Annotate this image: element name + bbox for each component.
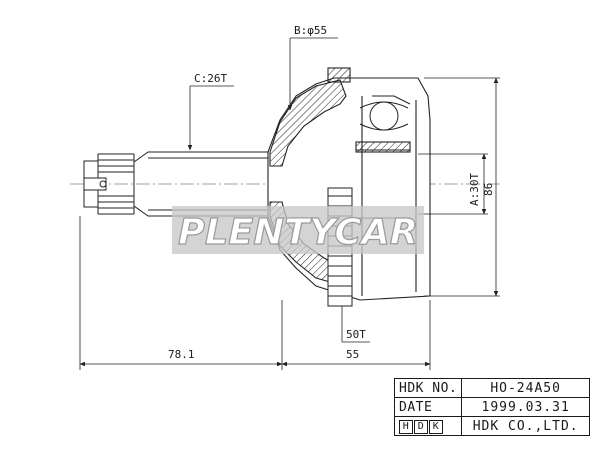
- watermark-text: PLENTYCAR: [178, 212, 418, 253]
- company-name: HDK CO.,LTD.: [461, 416, 590, 436]
- logo-letter: H: [399, 420, 413, 434]
- dim-b-label: B:φ55: [294, 24, 327, 37]
- dim-c-label: C:26T: [194, 72, 227, 85]
- date-value: 1999.03.31: [461, 397, 590, 417]
- ball-cage: [359, 95, 411, 131]
- logo-letter: D: [414, 420, 428, 434]
- watermark-band: [172, 206, 424, 254]
- dim-lengths: [79, 216, 431, 370]
- shaft-spline-end: [83, 153, 135, 215]
- dim-b-leader: [287, 37, 338, 111]
- dim-height-label: 86: [482, 183, 495, 196]
- part-number-key: HDK NO.: [393, 378, 463, 398]
- dim-a-and-height: [418, 77, 500, 297]
- dim-a-label: A:30T: [468, 173, 481, 206]
- dim-c-leader: [187, 85, 234, 151]
- dim-length-left: 78.1: [168, 348, 195, 361]
- dim-length-right: 55: [346, 348, 359, 361]
- date-key: DATE: [393, 397, 463, 417]
- dim-abs-label: 50T: [346, 328, 366, 341]
- dim-abs-leader: [341, 306, 370, 343]
- title-row-date: DATE 1999.03.31: [393, 397, 590, 417]
- logo-letter: K: [429, 420, 443, 434]
- title-row-part-number: HDK NO. HO-24A50: [393, 378, 590, 398]
- part-number-value: HO-24A50: [461, 378, 590, 398]
